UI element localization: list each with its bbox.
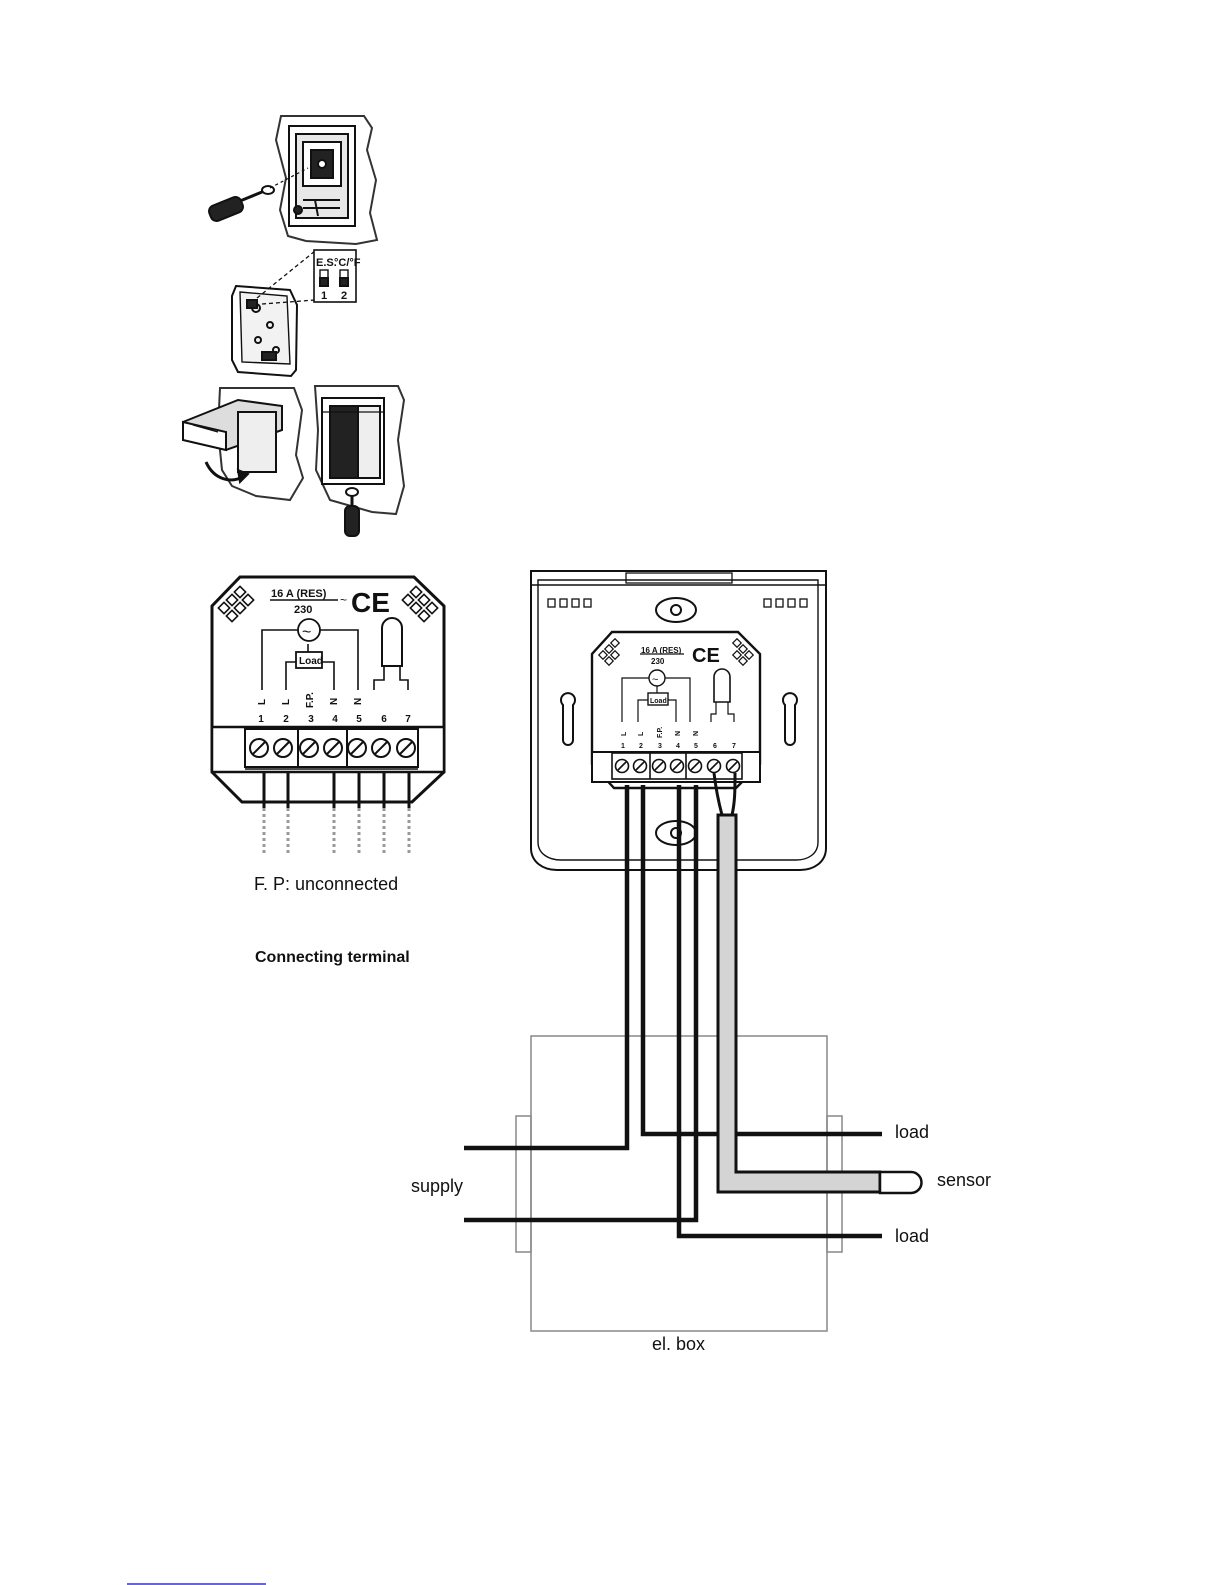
- terminal-3-function: F.P.: [305, 692, 316, 708]
- terminal-4-function: N: [329, 698, 340, 705]
- inner-terminal-number-3: 3: [658, 743, 662, 750]
- inner-ac-symbol: ~: [652, 674, 658, 686]
- connecting-terminal-caption: Connecting terminal: [255, 949, 410, 966]
- load-label-top: load: [895, 1122, 929, 1142]
- supply-label: supply: [411, 1176, 463, 1196]
- load-label-bottom: load: [895, 1226, 929, 1246]
- dip-switch-number-2: 2: [341, 290, 347, 302]
- inner-terminal-4-function: N: [675, 731, 682, 736]
- sensor-label: sensor: [937, 1170, 991, 1190]
- step3-mount-illustration: [183, 386, 404, 536]
- inner-terminal-number-6: 6: [713, 743, 717, 750]
- inner-terminal-block: [592, 632, 760, 788]
- terminal-1-function: L: [257, 699, 268, 705]
- terminal-5-function: N: [353, 698, 364, 705]
- step1-remove-cover-illustration: [207, 116, 377, 244]
- terminal-number-7: 7: [405, 714, 411, 725]
- terminal-number-4: 4: [332, 714, 338, 725]
- inner-voltage: 230: [651, 657, 665, 666]
- terminal-number-6: 6: [381, 714, 387, 725]
- inner-rating: 16 A (RES): [641, 646, 682, 655]
- sensor-probe-icon: [880, 1172, 922, 1193]
- terminal-number-1: 1: [258, 714, 264, 725]
- inner-terminal-number-7: 7: [732, 743, 736, 750]
- screwdriver-icon: [345, 488, 359, 536]
- inner-terminal-number-1: 1: [621, 743, 625, 750]
- inner-terminal-3-function: F.P.: [657, 727, 664, 738]
- dip-switch-label-cf: °C/°F: [334, 257, 361, 269]
- ac-supply-symbol: ~: [302, 624, 311, 641]
- terminal-number-5: 5: [356, 714, 362, 725]
- inner-terminal-number-5: 5: [694, 743, 698, 750]
- el-box-label: el. box: [652, 1334, 705, 1354]
- inner-terminal-number-4: 4: [676, 743, 680, 750]
- terminal-number-2: 2: [283, 714, 289, 725]
- terminal-2-function: L: [281, 699, 292, 705]
- inner-terminal-1-function: L: [621, 731, 628, 736]
- inner-terminal-5-function: N: [693, 731, 700, 736]
- ce-mark: CE: [351, 587, 390, 618]
- inner-load-box-label: Load: [650, 698, 667, 705]
- inner-terminal-2-function: L: [638, 731, 645, 736]
- load-box-label: Load: [299, 656, 323, 667]
- dip-switch-number-1: 1: [321, 290, 327, 302]
- terminal-rating: 16 A (RES): [271, 588, 327, 600]
- inner-ce-mark: CE: [692, 645, 720, 667]
- fp-unconnected-note: F. P: unconnected: [254, 874, 398, 894]
- terminal-voltage: 230: [294, 604, 312, 616]
- terminal-number-3: 3: [308, 714, 314, 725]
- inner-terminal-number-2: 2: [639, 743, 643, 750]
- terminal-ac-symbol: ~: [340, 593, 347, 607]
